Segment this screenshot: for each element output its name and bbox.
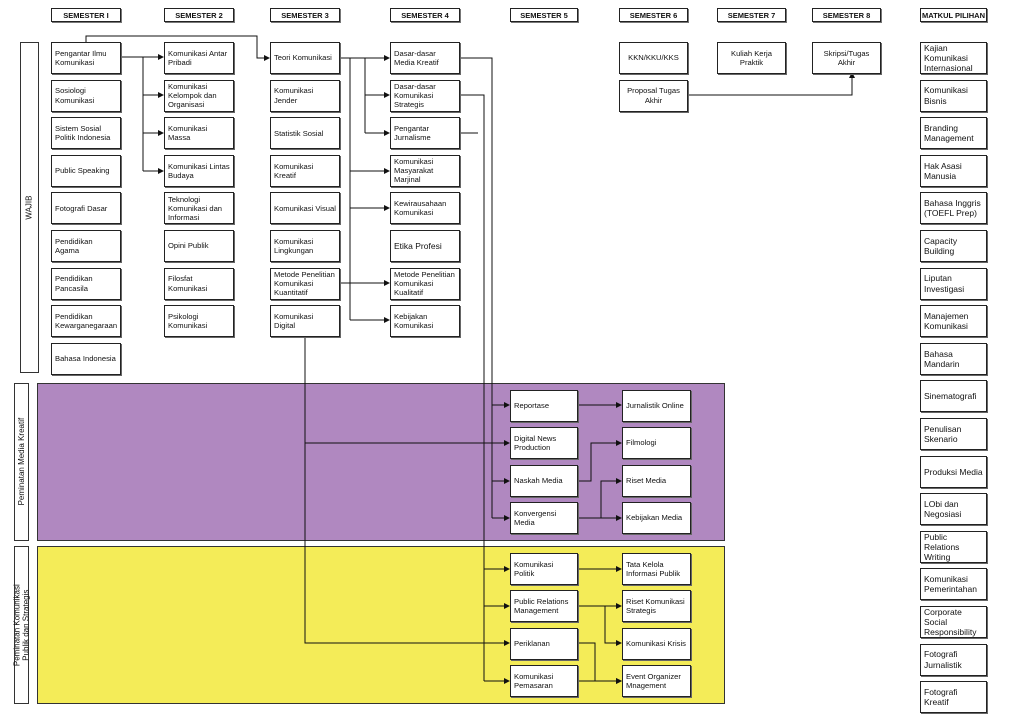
elective-box: Hak Asasi Manusia [920,154,987,187]
course-box: Kuliah Kerja Praktik [717,42,786,74]
semester-header: SEMESTER 8 [812,8,881,22]
specialization-course: Komunikasi Politik [510,553,578,585]
peminatan-media-kreatif-label: Peminatan Media Kreatif [14,383,29,541]
specialization-course: Tata Kelola Informasi Publik [622,553,691,585]
semester-header: SEMESTER 5 [510,8,578,22]
course-box: Dasar-dasar Komunikasi Strategis [390,79,460,112]
course-box: Skripsi/Tugas Akhir [812,42,881,74]
course-box: Statistik Sosial [270,117,340,150]
course-box: KKN/KKU/KKS [619,42,688,74]
band-komunikasi-strategis [37,546,725,704]
specialization-course: Event Organizer Mnagement [622,665,691,697]
elective-box: Komunikasi Bisnis [920,79,987,112]
course-box: Metode Penelitian Komunikasi Kualitatif [390,267,460,300]
specialization-course: Riset Komunikasi Strategis [622,590,691,622]
semester-header: SEMESTER 6 [619,8,688,22]
band-media-kreatif [37,383,725,541]
specialization-course: Konvergensi Media [510,502,578,534]
semester-header: SEMESTER 4 [390,8,460,22]
elective-box: Sinematografi [920,380,987,413]
specialization-course: Kebijakan Media [622,502,691,534]
course-box: Opini Publik [164,230,234,262]
course-box: Pendidikan Agama [51,230,121,262]
elective-box: Penulisan Skenario [920,418,987,450]
course-box: Komunikasi Visual [270,192,340,225]
specialization-course: Public Relations Management [510,590,578,622]
elective-box: Manajemen Komunikasi [920,305,987,338]
course-box: Bahasa Indonesia [51,342,121,375]
specialization-course: Komunikasi Pemasaran [510,665,578,697]
course-box: Etika Profesi [390,230,460,262]
specialization-course: Jurnalistik Online [622,390,691,422]
peminatan-komunikasi-strategis-label: Peminatan Komunikasi Publik dan Strategi… [12,546,31,704]
elective-box: Kajian Komunikasi Internasional [920,42,987,74]
elective-box: Fotografi Jurnalistik [920,643,987,676]
course-box: Pendidikan Kewarganegaraan [51,305,121,338]
course-box: Komunikasi Kelompok dan Organisasi [164,79,234,112]
semester-header: SEMESTER 3 [270,8,340,22]
course-box: Teknologi Komunikasi dan Informasi [164,192,234,225]
specialization-course: Naskah Media [510,465,578,497]
specialization-course: Filmologi [622,427,691,459]
course-box: Teori Komunikasi [270,42,340,74]
course-box: Pengantar Ilmu Komunikasi [51,42,121,74]
elective-box: Capacity Building [920,230,987,262]
elective-box: Liputan Investigasi [920,267,987,300]
elective-box: Bahasa Mandarin [920,342,987,375]
course-box: Fotografi Dasar [51,192,121,225]
elective-box: Public Relations Writing [920,530,987,563]
elective-box: Bahasa Inggris (TOEFL Prep) [920,192,987,225]
course-box: Filosfat Komunikasi [164,267,234,300]
course-box: Komunikasi Masyarakat Marjinal [390,154,460,187]
semester-header: MATKUL PILIHAN [920,8,987,22]
course-box: Komunikasi Digital [270,305,340,338]
course-box: Komunikasi Lintas Budaya [164,154,234,187]
elective-box: Produksi Media [920,455,987,488]
course-box: Komunikasi Jender [270,79,340,112]
specialization-course: Riset Media [622,465,691,497]
elective-box: Corporate Social Responsibility [920,606,987,638]
course-box: Sistem Sosial Politik Indonesia [51,117,121,150]
course-box: Psikologi Komunikasi [164,305,234,338]
course-box: Public Speaking [51,154,121,187]
specialization-course: Digital News Production [510,427,578,459]
course-box: Proposal Tugas Akhir [619,79,688,112]
elective-box: Branding Management [920,117,987,150]
elective-box: LObi dan Negosiasi [920,493,987,526]
course-box: Komunikasi Lingkungan [270,230,340,262]
course-box: Kebijakan Komunikasi [390,305,460,338]
course-box: Pengantar Jurnalisme [390,117,460,150]
course-box: Pendidikan Pancasila [51,267,121,300]
course-box: Dasar-dasar Media Kreatif [390,42,460,74]
course-box: Kewirausahaan Komunikasi [390,192,460,225]
course-box: Komunikasi Kreatif [270,154,340,187]
specialization-course: Periklanan [510,628,578,660]
elective-box: Fotografi Kreatif [920,681,987,714]
course-box: Komunikasi Antar Pribadi [164,42,234,74]
semester-header: SEMESTER 2 [164,8,234,22]
specialization-course: Komunikasi Krisis [622,628,691,660]
semester-header: SEMESTER 7 [717,8,786,22]
elective-box: Komunikasi Pemerintahan [920,568,987,601]
course-box: Komunikasi Massa [164,117,234,150]
specialization-course: Reportase [510,390,578,422]
semester-header: SEMESTER I [51,8,121,22]
wajib-label: WAJIB [20,42,39,373]
course-box: Metode Penelitian Komunikasi Kuantitatif [270,267,340,300]
course-box: Sosiologi Komunikasi [51,79,121,112]
